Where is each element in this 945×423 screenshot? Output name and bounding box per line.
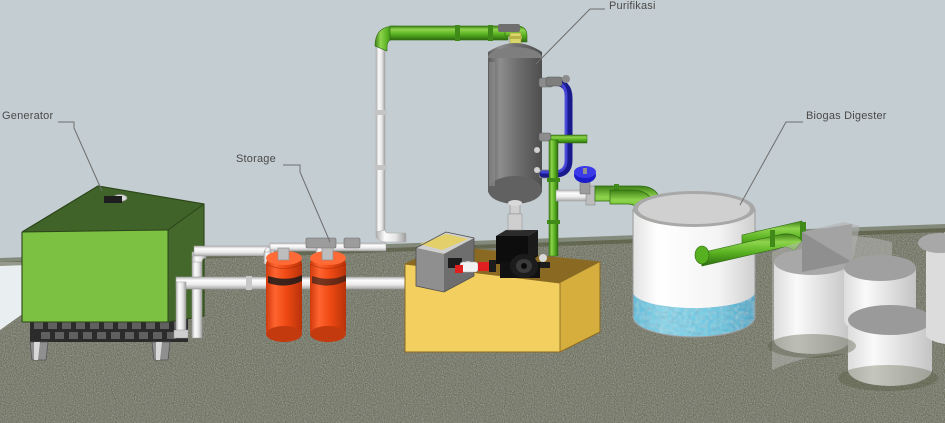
- blue-loop-pipe: [539, 75, 573, 178]
- generator-feet: [29, 341, 171, 361]
- storage-cylinders: [263, 237, 387, 342]
- label-storage: Storage: [236, 153, 276, 165]
- equipment-table: [404, 213, 601, 353]
- storage-cylinder-1: [265, 247, 303, 342]
- valve-fittings: [448, 258, 496, 273]
- blue-valve: [574, 166, 596, 195]
- generator-leader: [58, 121, 103, 192]
- generator-top-face: [22, 186, 204, 232]
- purifikasi-vessel: [488, 43, 554, 215]
- secondary-tanks: [768, 222, 945, 391]
- generator-front-face: [22, 230, 168, 322]
- label-generator: Generator: [2, 110, 54, 122]
- table-side-face: [560, 262, 600, 352]
- digester-water-level: [633, 292, 755, 337]
- purifikasi-leader: [535, 8, 605, 65]
- leader-lines: [58, 8, 803, 243]
- storage-leader: [283, 164, 331, 243]
- storage-cylinder-band: [268, 275, 302, 286]
- storage-cylinder-2: [309, 247, 347, 342]
- compressor-unit: [496, 213, 540, 278]
- storage-manifold-valve: [305, 237, 337, 249]
- top-green-pipe-run: [374, 24, 528, 54]
- biogas-digester-leader: [739, 121, 803, 206]
- label-purifikasi: Purifikasi: [609, 0, 656, 12]
- label-biogas-digester: Biogas Digester: [806, 110, 887, 122]
- generator-top-box: [104, 196, 122, 203]
